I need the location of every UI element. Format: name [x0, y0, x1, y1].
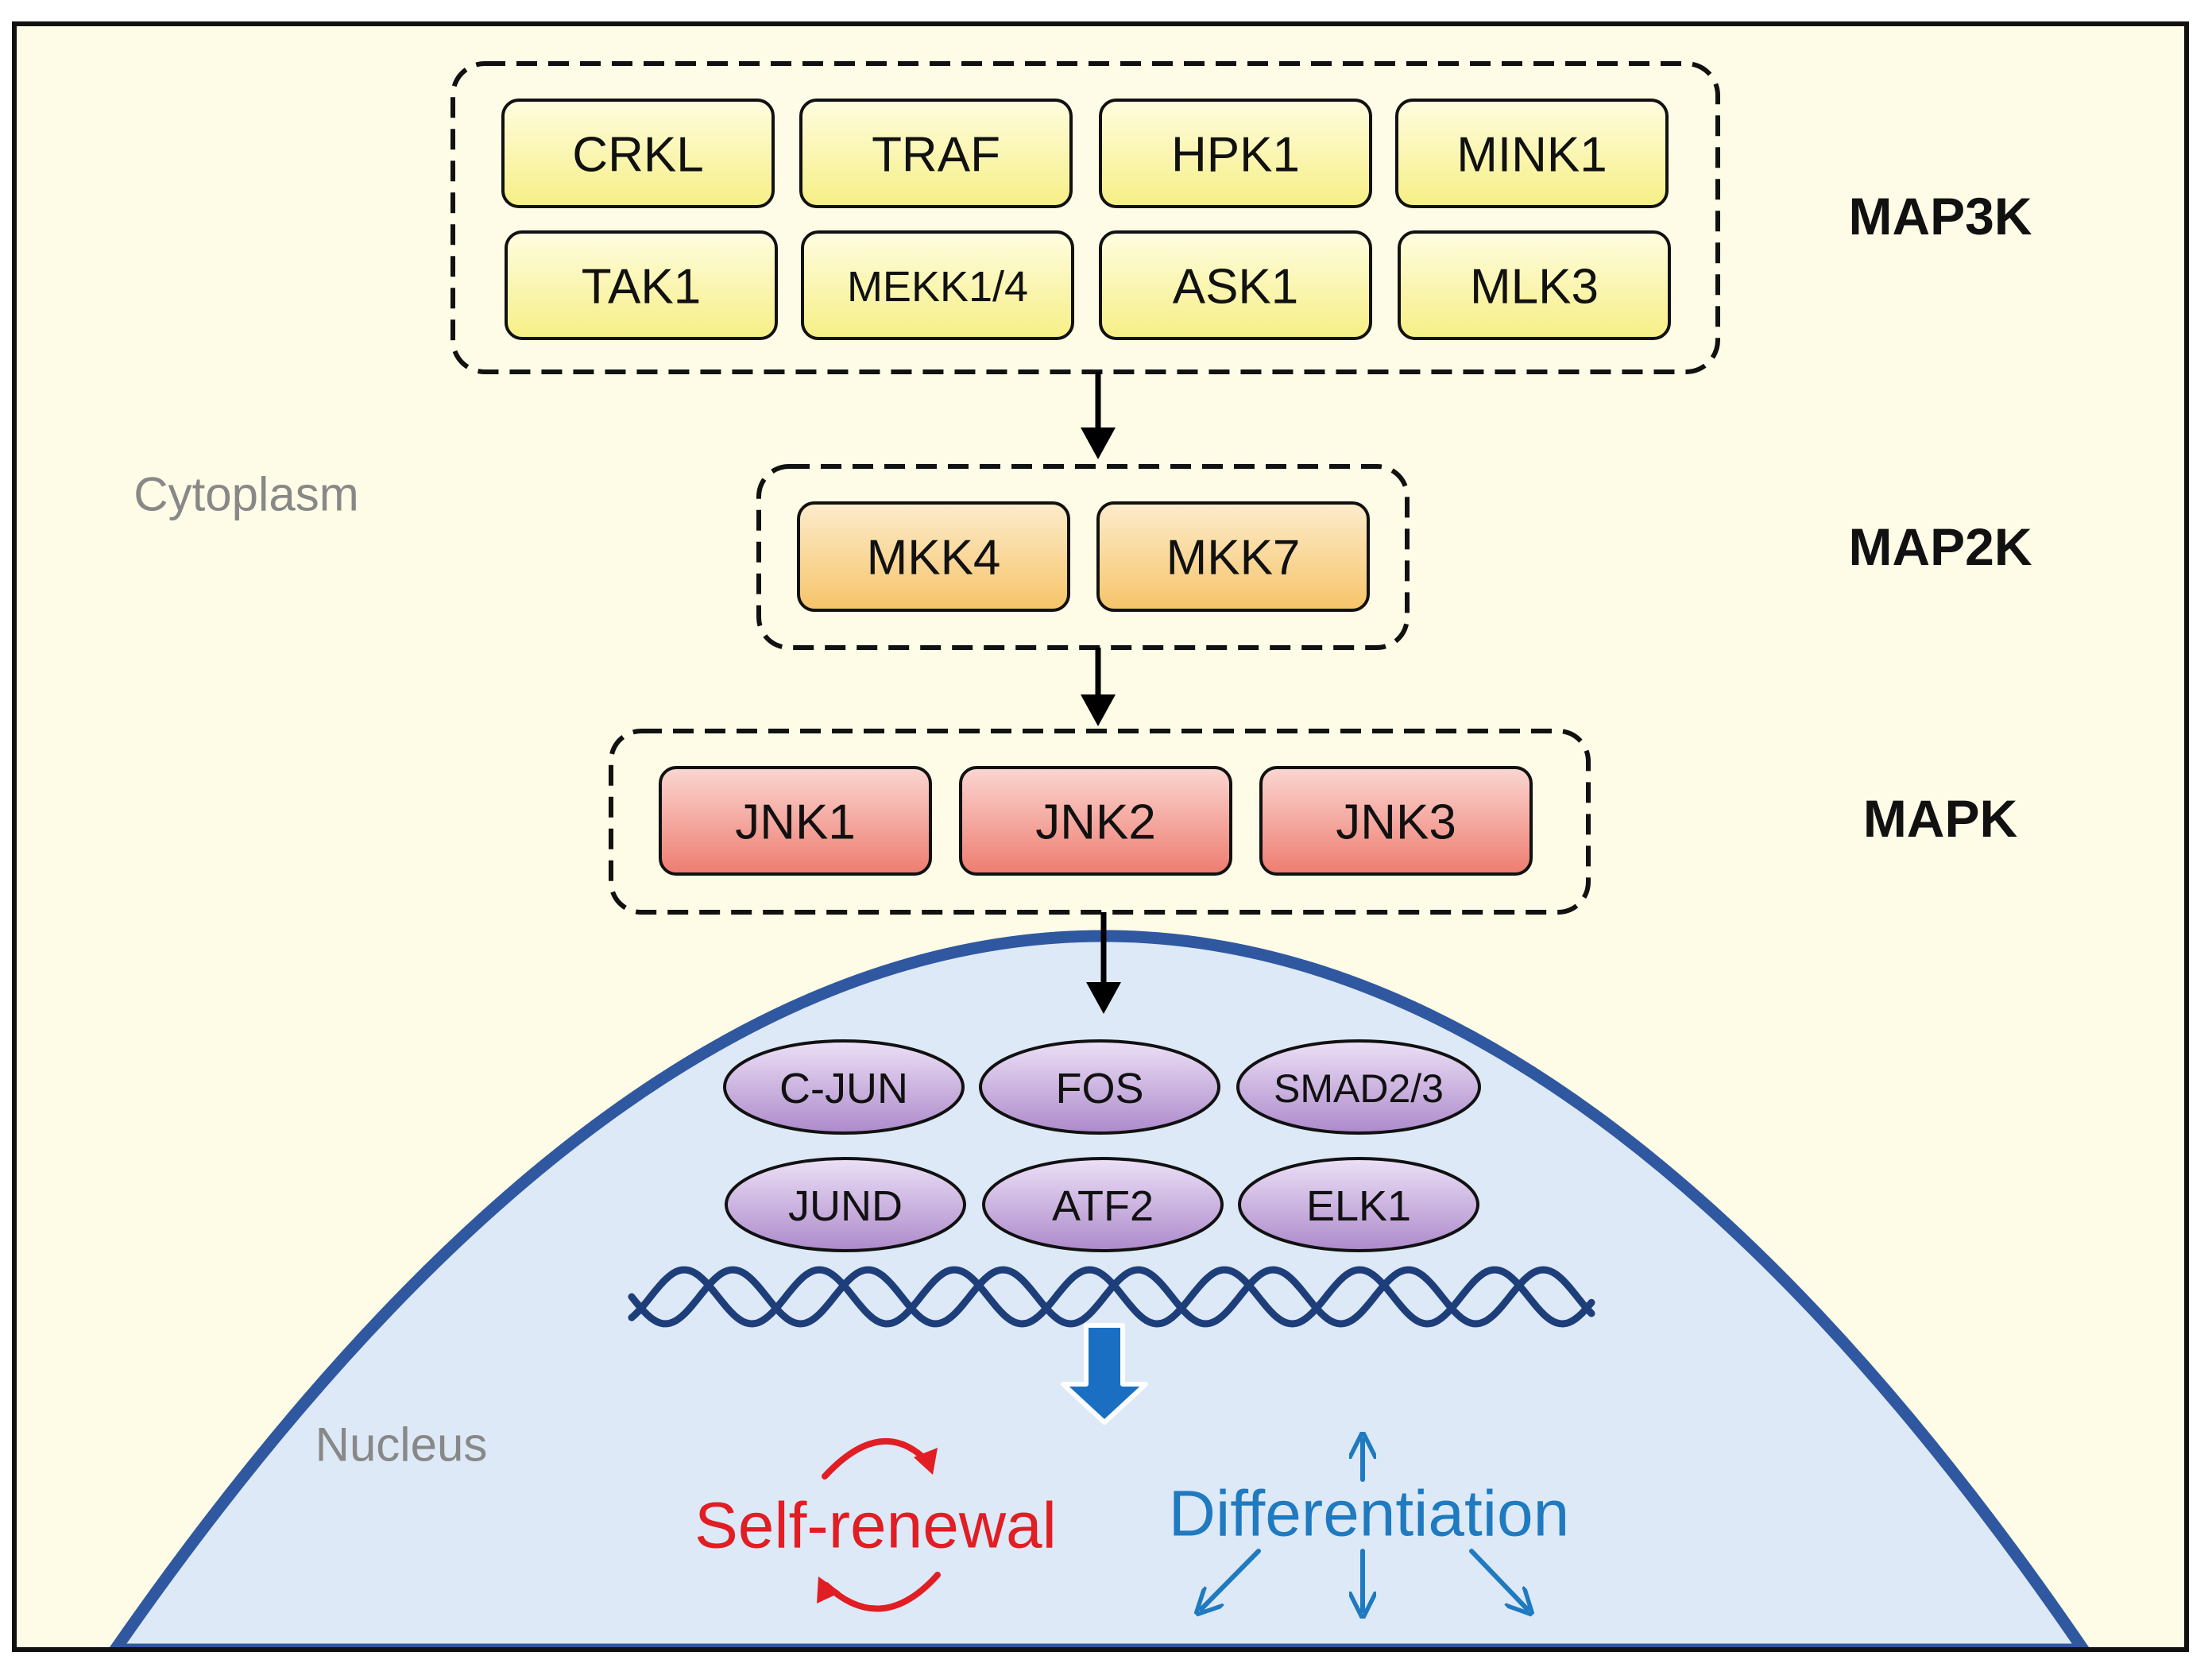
map2k-group-outline: [756, 464, 1410, 650]
transcription-factor: FOS: [979, 1039, 1220, 1135]
map3k-group-outline: [451, 61, 1720, 374]
transcription-factor: ELK1: [1238, 1157, 1479, 1252]
tf-label-c-jun: C-JUN: [779, 1065, 908, 1112]
tier-label-map3k: MAP3K: [1848, 187, 2032, 246]
map2k-box: MKK4: [797, 501, 1070, 612]
down-arrow-icon: [1061, 1323, 1148, 1425]
map3k-label-traf: TRAF: [872, 128, 1000, 183]
transcription-factor: SMAD2/3: [1236, 1039, 1481, 1135]
mapk-box: JNK2: [959, 766, 1232, 876]
tf-label-atf2: ATF2: [1052, 1182, 1154, 1230]
mapk-box: JNK3: [1259, 766, 1533, 876]
map3k-box: HPK1: [1099, 99, 1372, 208]
map3k-box: TRAF: [799, 99, 1073, 208]
cascade-arrow: [1086, 912, 1121, 1014]
map2k-label-mkk4: MKK4: [867, 531, 1001, 586]
cascade-arrow: [1081, 372, 1116, 459]
mapk-label-jnk3: JNK3: [1336, 795, 1456, 850]
map3k-box: CRKL: [501, 99, 775, 208]
transcription-factor: JUND: [725, 1157, 966, 1252]
mapk-group-outline: [609, 729, 1591, 915]
tf-label-jund: JUND: [788, 1182, 903, 1230]
map3k-box: TAK1: [505, 230, 778, 340]
map3k-label-mink1: MINK1: [1456, 128, 1607, 183]
map3k-label-mlk3: MLK3: [1470, 260, 1599, 315]
map3k-label-tak1: TAK1: [582, 260, 701, 315]
cytoplasm-label: Cytoplasm: [133, 468, 358, 521]
cascade-arrow: [1081, 648, 1116, 726]
dna-helix-icon: [628, 1266, 1595, 1328]
transcription-factor: C-JUN: [723, 1039, 965, 1135]
map3k-label-ask1: ASK1: [1173, 260, 1299, 315]
map3k-box: ASK1: [1099, 230, 1372, 340]
map3k-box: MLK3: [1398, 230, 1671, 340]
tf-label-fos: FOS: [1055, 1065, 1143, 1112]
map3k-box: MEKK1/4: [801, 230, 1074, 340]
mapk-label-jnk2: JNK2: [1035, 795, 1156, 850]
cycle-arrows-icon: [817, 1437, 941, 1612]
transcription-factor: ATF2: [982, 1157, 1224, 1252]
mapk-label-jnk1: JNK1: [735, 795, 856, 850]
tf-label-smad2-3: SMAD2/3: [1274, 1066, 1444, 1111]
figure-frame: [12, 21, 2189, 1652]
map3k-box: MINK1: [1395, 99, 1669, 208]
tier-label-map2k: MAP2K: [1848, 517, 2032, 576]
nucleus-label: Nucleus: [315, 1418, 488, 1472]
branching-arrows-icon: [1201, 1440, 1527, 1611]
map2k-box: MKK7: [1096, 501, 1370, 612]
map2k-label-mkk7: MKK7: [1166, 531, 1301, 586]
map3k-label-crkl: CRKL: [572, 128, 703, 183]
map3k-label-mekk1-4: MEKK1/4: [847, 263, 1028, 311]
self-renewal-label: Self-renewal: [694, 1490, 1057, 1562]
mapk-box: JNK1: [659, 766, 932, 876]
tier-label-mapk: MAPK: [1863, 789, 2018, 848]
map3k-label-hpk1: HPK1: [1171, 128, 1300, 183]
tf-label-elk1: ELK1: [1306, 1182, 1411, 1230]
nucleus-membrane: [107, 930, 2091, 1650]
differentiation-label: Differentiation: [1169, 1478, 1569, 1550]
